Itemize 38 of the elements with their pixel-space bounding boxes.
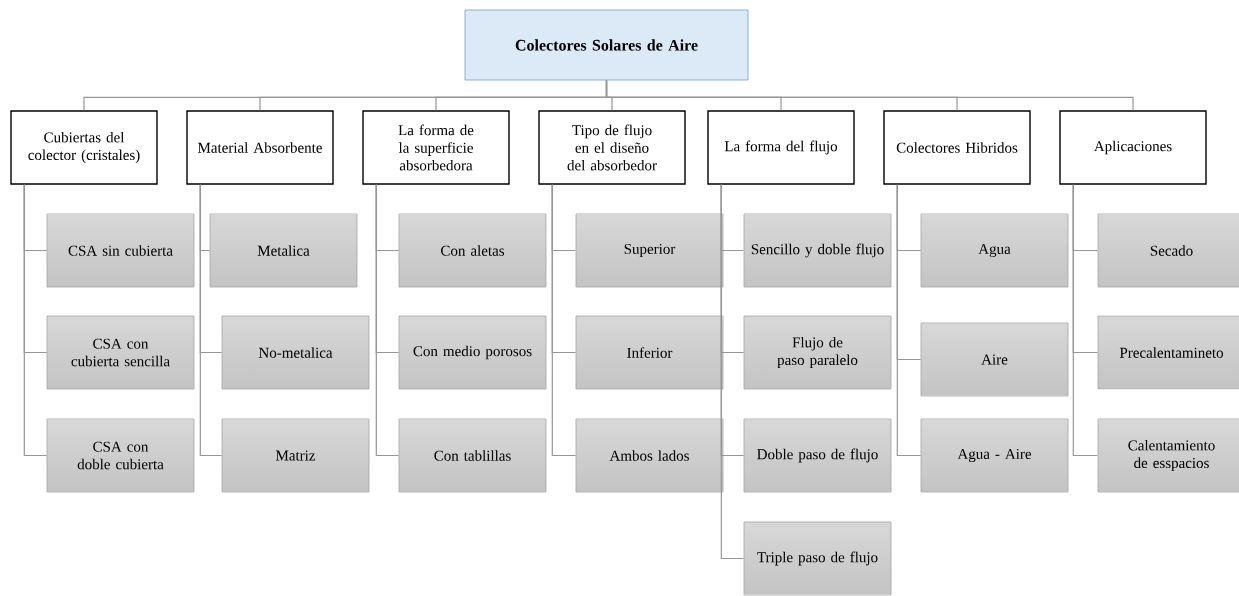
category-box: Material Absorbente	[186, 110, 334, 185]
category-box: Colectores Hibridos	[883, 110, 1031, 185]
item-box: Metalica	[209, 213, 358, 288]
item-box: Sencillo y doble flujo	[743, 213, 892, 288]
category-box: Tipo de flujo en el diseño del absorbedor	[538, 110, 686, 185]
item-box: CSA con cubierta sencilla	[46, 315, 195, 390]
item-box: Con tablillas	[398, 418, 547, 493]
category-box: La forma del flujo	[707, 110, 855, 185]
connector	[551, 184, 577, 457]
connector	[896, 184, 922, 457]
item-box: Con medio porosos	[398, 315, 547, 390]
item-box: Triple paso de flujo	[743, 521, 892, 596]
connector	[199, 184, 223, 457]
connector	[375, 184, 400, 457]
connector	[605, 79, 1134, 111]
root-box: Colectores Solares de Aire	[464, 9, 749, 81]
item-box: Precalentamineto	[1097, 315, 1239, 390]
item-box: Secado	[1097, 213, 1239, 288]
item-box: Ambos lados	[575, 418, 724, 493]
item-box: Con aletas	[398, 213, 547, 288]
item-box: Inferior	[575, 315, 724, 390]
item-box: No-metalica	[221, 315, 370, 390]
item-box: Agua	[920, 213, 1069, 288]
item-box: CSA sin cubierta	[46, 213, 195, 288]
item-box: Matriz	[221, 418, 370, 493]
item-box: Doble paso de flujo	[743, 418, 892, 493]
item-box: Aire	[920, 322, 1069, 397]
connector	[720, 184, 745, 560]
item-box: Flujo de paso paralelo	[743, 315, 892, 390]
connector	[23, 184, 48, 457]
item-box: Agua - Aire	[920, 418, 1069, 493]
category-box: Cubiertas del colector (cristales)	[10, 110, 158, 185]
item-box: CSA con doble cubierta	[46, 418, 195, 493]
item-box: Superior	[575, 213, 724, 288]
connector	[1072, 184, 1099, 457]
item-box: Calentamiento de esspacios	[1097, 418, 1239, 493]
category-box: Aplicaciones	[1059, 110, 1207, 185]
category-box: La forma de la superficie absorbedora	[362, 110, 510, 185]
